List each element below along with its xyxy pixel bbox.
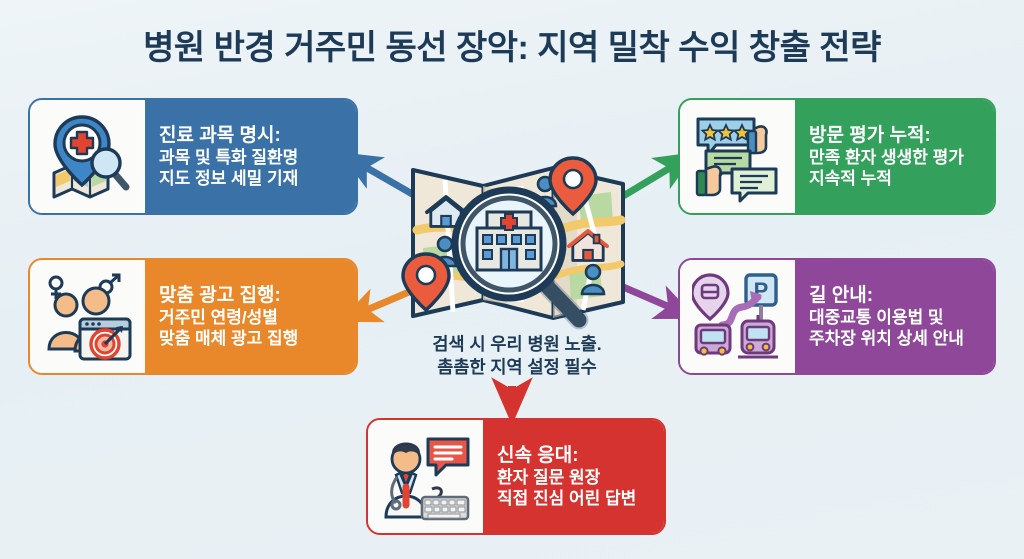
card-directions-icon-pane: P	[680, 260, 795, 373]
card-specialty-title: 진료 과목 명시:	[159, 124, 281, 146]
card-specialty-line2: 지도 정보 세밀 기재	[159, 169, 299, 189]
card-response-text: 신속 응대: 환자 질문 원장 직접 진심 어린 답변	[483, 420, 664, 533]
caption-line-2: 촘촘한 지역 설정 필수	[437, 356, 597, 377]
card-response-title: 신속 응대:	[497, 444, 579, 466]
star-review-speech-bubbles-thumbs-up-icon	[695, 117, 777, 202]
card-directions-text: 길 안내: 대중교통 이용법 및 주차장 위치 상세 안내	[795, 260, 994, 373]
map-pin-icon	[548, 156, 598, 217]
card-ads-line2: 맞춤 매체 광고 집행	[159, 329, 299, 349]
card-specialty[interactable]: 진료 과목 명시: 과목 및 특화 질환명 지도 정보 세밀 기재	[28, 98, 358, 215]
male-female-persons-target-browser-icon	[46, 273, 131, 360]
card-reviews-line1: 만족 환자 생생한 평가	[809, 147, 964, 167]
card-response-line2: 직접 진심 어린 답변	[497, 489, 637, 509]
card-directions[interactable]: P 길	[678, 258, 996, 375]
card-ads[interactable]: 맞춤 광고 집행: 거주민 연령/성별 맞춤 매체 광고 집행	[28, 258, 358, 375]
card-specialty-line1: 과목 및 특화 질환명	[159, 147, 299, 167]
bus-tram-parking-sign-route-icon: P	[691, 272, 778, 358]
card-specialty-text: 진료 과목 명시: 과목 및 특화 질환명 지도 정보 세밀 기재	[145, 100, 356, 213]
card-ads-icon-pane	[30, 260, 145, 373]
map-pin-icon	[401, 252, 451, 313]
folded-map-with-magnifier-hospital-icon	[401, 156, 626, 330]
card-response[interactable]: 신속 응대: 환자 질문 원장 직접 진심 어린 답변	[366, 418, 666, 535]
doctor-speech-bubble-keyboard-icon	[383, 437, 469, 520]
card-response-icon-pane	[368, 420, 483, 533]
map-pin-medical-cross-magnifier-icon	[52, 114, 129, 198]
card-directions-title: 길 안내:	[809, 284, 874, 306]
card-specialty-icon-pane	[30, 100, 145, 213]
center-caption: 검색 시 우리 병원 노출. 촘촘한 지역 설정 필수	[372, 333, 662, 379]
card-reviews[interactable]: 방문 평가 누적: 만족 환자 생생한 평가 지속적 누적	[678, 98, 996, 215]
card-response-line1: 환자 질문 원장	[497, 467, 601, 487]
card-reviews-text: 방문 평가 누적: 만족 환자 생생한 평가 지속적 누적	[795, 100, 994, 213]
card-reviews-icon-pane	[680, 100, 795, 213]
caption-line-1: 검색 시 우리 병원 노출.	[432, 334, 602, 354]
card-ads-text: 맞춤 광고 집행: 거주민 연령/성별 맞춤 매체 광고 집행	[145, 260, 356, 373]
card-directions-line1: 대중교통 이용법 및	[809, 307, 944, 327]
card-ads-title: 맞춤 광고 집행:	[159, 284, 281, 306]
card-reviews-line2: 지속적 누적	[809, 169, 892, 189]
card-ads-line1: 거주민 연령/성별	[159, 307, 278, 327]
center-map-graphic	[383, 152, 653, 332]
card-directions-line2: 주차장 위치 상세 안내	[809, 329, 964, 349]
card-reviews-title: 방문 평가 누적:	[809, 124, 931, 146]
page-title: 병원 반경 거주민 동선 장악: 지역 밀착 수익 창출 전략	[143, 29, 881, 67]
